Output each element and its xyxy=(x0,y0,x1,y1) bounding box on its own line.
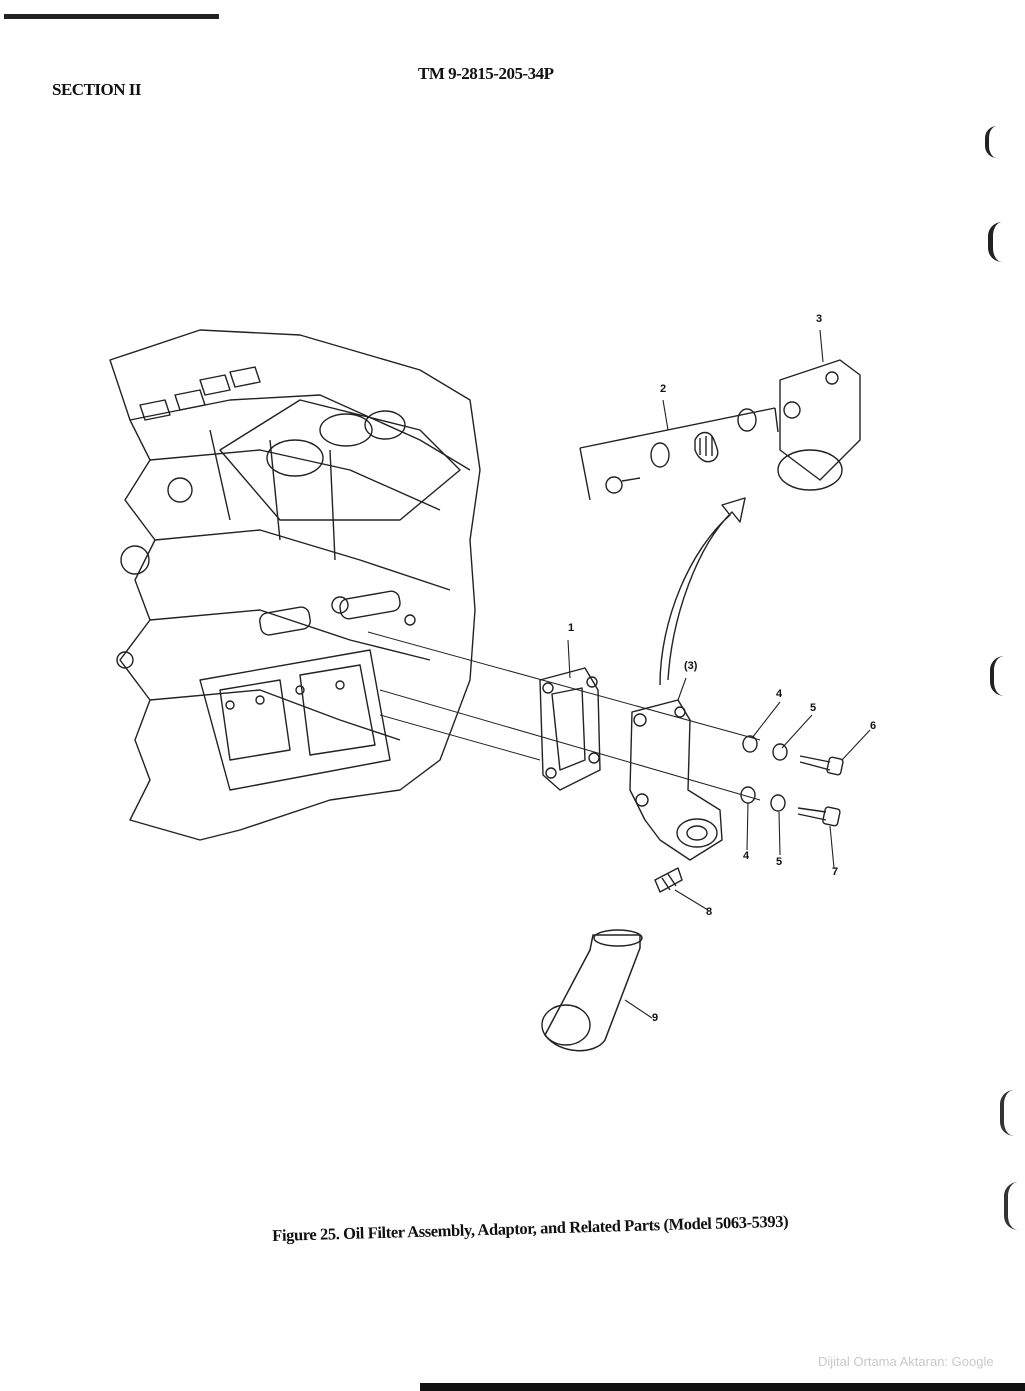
lockwasher-part-5b xyxy=(770,794,786,812)
washer-part-4a xyxy=(742,735,758,753)
detail-box xyxy=(579,407,779,501)
binding-hole-1 xyxy=(985,126,1001,158)
bolt-part-6 xyxy=(799,755,831,771)
housing-part-3 xyxy=(779,359,861,481)
callout-6: 6 xyxy=(870,720,877,732)
callout-5-lower: 5 xyxy=(776,856,783,868)
section-label: SECTION II xyxy=(52,80,142,99)
callout-3-paren: (3) xyxy=(684,660,698,672)
binding-hole-2 xyxy=(988,222,1005,262)
callout-4-upper: 4 xyxy=(776,688,783,700)
scan-edge-bottom xyxy=(420,1383,1025,1391)
callout-2: 2 xyxy=(660,383,667,395)
bolt-part-7 xyxy=(797,807,827,821)
direction-arrow xyxy=(659,497,746,686)
callout-1: 1 xyxy=(568,622,575,634)
callout-9: 9 xyxy=(652,1012,659,1024)
scan-edge-top xyxy=(4,14,219,19)
callout-7: 7 xyxy=(832,866,839,878)
digitization-watermark: Dijital Ortama Aktaran: Google xyxy=(818,1354,994,1369)
tm-number: TM 9-2815-205-34P xyxy=(418,64,554,83)
gasket-part-1 xyxy=(539,667,601,791)
filter-part-9 xyxy=(544,934,641,1052)
binding-hole-5 xyxy=(1004,1182,1020,1230)
engine-block xyxy=(109,329,481,841)
adaptor-part-3 xyxy=(629,699,723,861)
callout-4-lower: 4 xyxy=(743,850,750,862)
callout-8: 8 xyxy=(706,906,713,918)
callout-3: 3 xyxy=(816,313,823,325)
lockwasher-part-5a xyxy=(772,743,788,761)
nipple-part-8 xyxy=(654,867,683,893)
binding-hole-3 xyxy=(990,656,1006,696)
callout-5-upper: 5 xyxy=(810,702,817,714)
binding-hole-4 xyxy=(1000,1090,1016,1136)
